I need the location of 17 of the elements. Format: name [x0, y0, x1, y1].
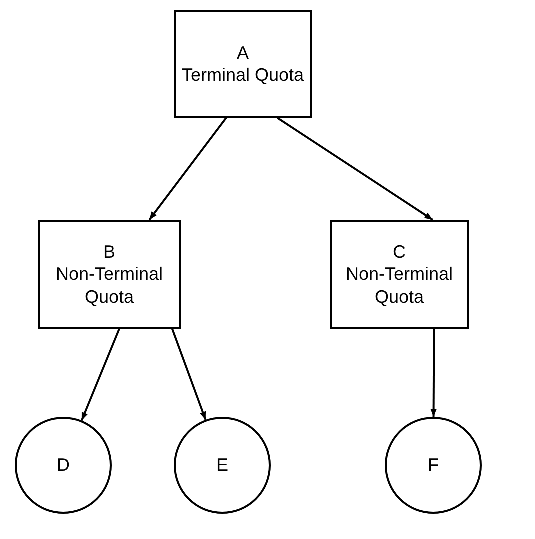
- node-label: D: [57, 454, 70, 477]
- node-heading: B: [103, 240, 116, 264]
- process-box: [174, 10, 312, 118]
- node-heading: C: [393, 240, 406, 264]
- arrow: [148, 117, 228, 221]
- process-box: [38, 220, 181, 329]
- node-label: Terminal Quota: [182, 64, 304, 86]
- arrow: [430, 329, 437, 417]
- node-label: Non-Terminal Quota: [344, 263, 454, 308]
- arrow: [276, 117, 434, 221]
- arrow: [171, 328, 207, 420]
- process-box: [330, 220, 469, 329]
- node-label: E: [216, 454, 228, 477]
- arrow: [80, 328, 120, 421]
- node-heading: A: [236, 42, 249, 64]
- node-label: Non-Terminal Quota: [54, 263, 164, 308]
- node-label: F: [428, 454, 439, 477]
